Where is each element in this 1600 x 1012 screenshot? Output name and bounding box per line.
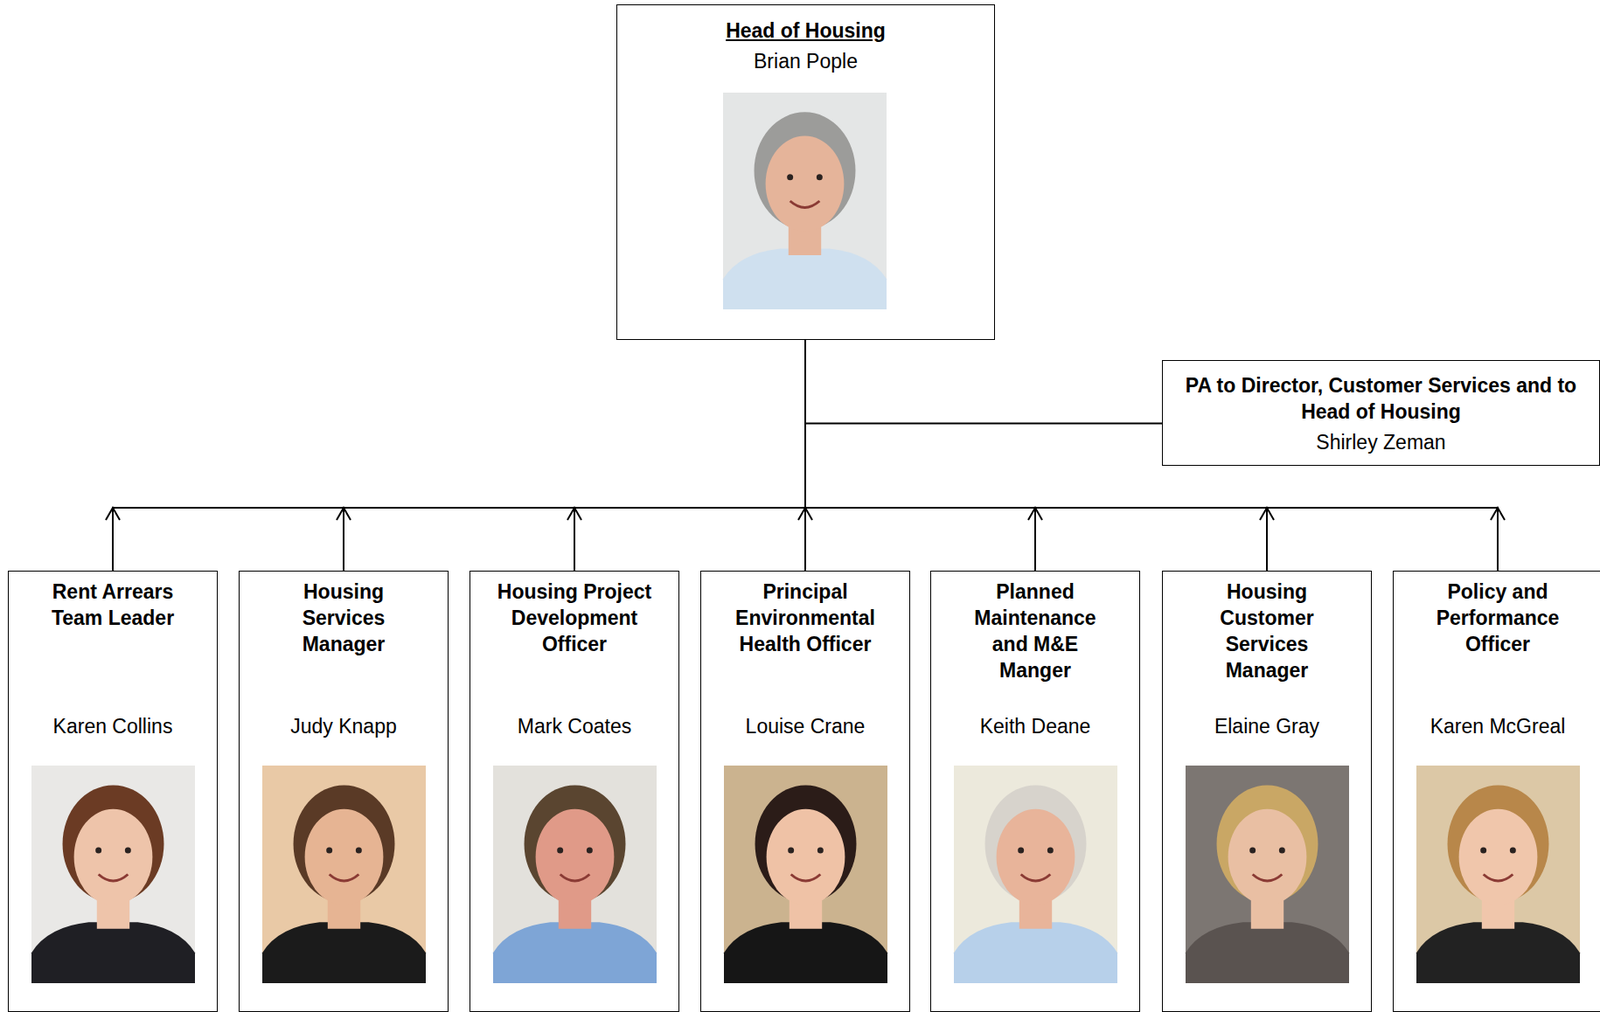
- connector-line: [112, 340, 806, 571]
- reporting-line: [336, 340, 806, 571]
- role-box: Principal Environmental Health OfficerLo…: [700, 570, 911, 1012]
- arrow-head: [567, 507, 582, 521]
- role-title: Head of Housing: [631, 17, 981, 44]
- staff-photo: [723, 765, 888, 984]
- arrow-head: [798, 507, 813, 521]
- staff-photo: [493, 765, 657, 984]
- staff-photo: [1185, 765, 1350, 984]
- role-title: Planned Maintenance and M&E Manger: [954, 578, 1116, 684]
- reporting-line: [105, 340, 806, 571]
- person-name: Judy Knapp: [263, 713, 425, 740]
- arrow-head: [1028, 507, 1043, 521]
- connector-line: [805, 340, 1036, 571]
- staff-photo: [31, 765, 195, 984]
- person-name: Louise Crane: [724, 713, 886, 740]
- connector-line: [343, 340, 806, 571]
- role-title: Policy and Performance Officer: [1417, 578, 1579, 658]
- arrow-head: [336, 507, 351, 521]
- role-box: Head of HousingBrian Pople: [616, 4, 995, 341]
- person-name: Karen McGreal: [1417, 713, 1579, 740]
- person-name: Brian Pople: [631, 48, 981, 75]
- role-box: Housing Project Development OfficerMark …: [469, 570, 680, 1012]
- connector-line: [805, 340, 1162, 425]
- role-title: Principal Environmental Health Officer: [724, 578, 886, 658]
- person-name: Shirley Zeman: [1180, 429, 1583, 456]
- reporting-line: [805, 340, 1043, 571]
- role-title: Housing Project Development Officer: [493, 578, 655, 658]
- reporting-line: [567, 340, 806, 571]
- staff-photo: [723, 92, 887, 310]
- role-title: Rent Arrears Team Leader: [32, 578, 194, 632]
- role-title: Housing Customer Services Manager: [1186, 578, 1348, 684]
- arrow-head: [1259, 507, 1274, 521]
- role-box: Policy and Performance OfficerKaren McGr…: [1392, 570, 1600, 1012]
- person-name: Karen Collins: [32, 713, 194, 740]
- person-name: Elaine Gray: [1186, 713, 1348, 740]
- staff-photo: [262, 765, 426, 984]
- role-box: Housing Customer Services ManagerElaine …: [1161, 570, 1372, 1012]
- role-title: PA to Director, Customer Services and to…: [1180, 372, 1583, 425]
- person-name: Mark Coates: [493, 713, 655, 740]
- role-box: Planned Maintenance and M&E MangerKeith …: [930, 570, 1141, 1012]
- staff-photo: [1416, 765, 1580, 984]
- staff-photo: [953, 765, 1118, 984]
- person-name: Keith Deane: [954, 713, 1116, 740]
- connector-line: [574, 340, 806, 571]
- arrow-head: [105, 507, 120, 521]
- reporting-line: [805, 340, 1162, 425]
- role-box: PA to Director, Customer Services and to…: [1161, 360, 1600, 467]
- role-title: Housing Services Manager: [263, 578, 425, 658]
- arrow-head: [1490, 507, 1505, 521]
- role-box: Rent Arrears Team LeaderKaren Collins: [7, 570, 218, 1012]
- role-box: Housing Services ManagerJudy Knapp: [238, 570, 449, 1012]
